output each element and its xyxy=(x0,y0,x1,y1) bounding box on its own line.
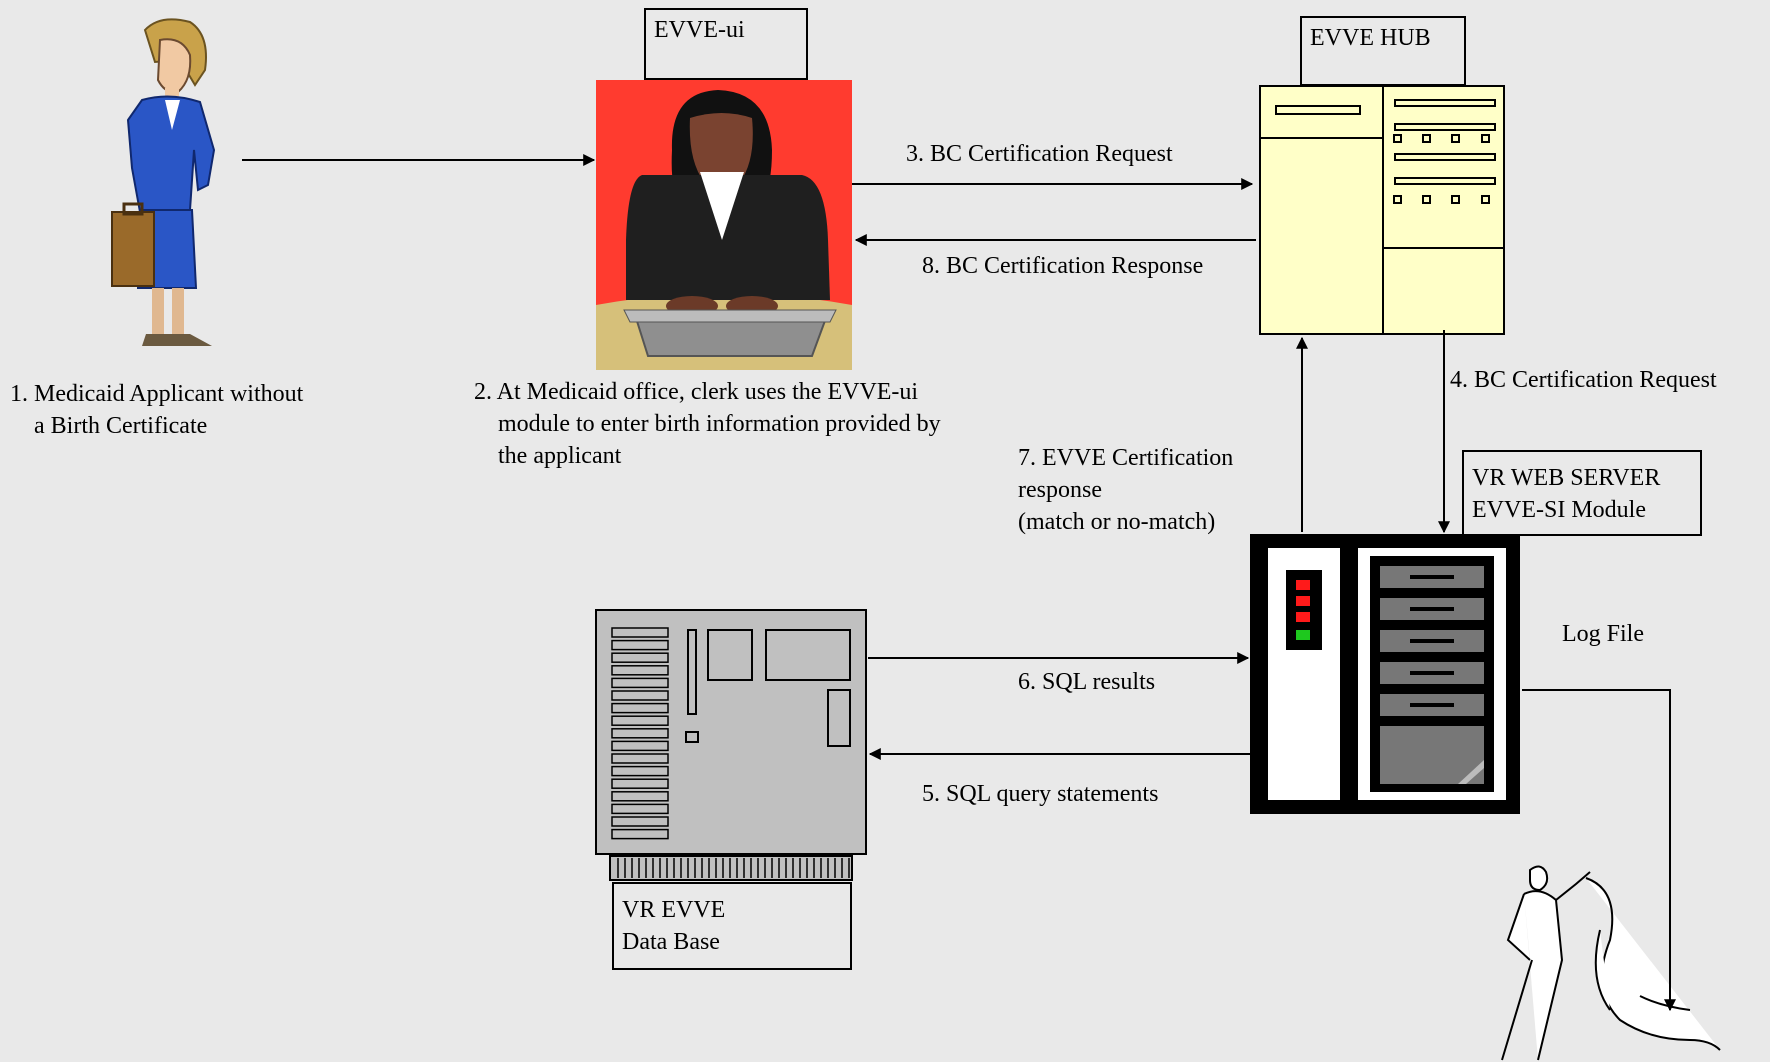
step-2-line-2: module to enter birth information provid… xyxy=(498,411,941,437)
step-1-line-2: a Birth Certificate xyxy=(34,413,208,439)
vr-web-server-line-2: EVVE-SI Module xyxy=(1472,497,1646,523)
step-3-label: 3. BC Certification Request xyxy=(906,141,1173,167)
log-reader-figure-icon xyxy=(1501,865,1721,1061)
evve-hub-text: EVVE HUB xyxy=(1310,25,1431,51)
vr-web-server-label: VR WEB SERVER EVVE-SI Module xyxy=(1462,450,1702,536)
step-2-line-1: 2. At Medicaid office, clerk uses the EV… xyxy=(474,379,919,405)
evve-ui-text: EVVE-ui xyxy=(654,17,745,43)
evve-hub-label: EVVE HUB xyxy=(1300,16,1466,86)
log-file-label: Log File xyxy=(1562,621,1644,647)
evve-hub-server-icon xyxy=(1259,85,1505,335)
step-7-line-1: 7. EVVE Certification xyxy=(1018,445,1234,471)
vr-web-server-line-1: VR WEB SERVER xyxy=(1472,465,1661,491)
step-7-label: 7. EVVE Certification response (match or… xyxy=(1018,442,1233,538)
step-7-line-3: (match or no-match) xyxy=(1018,509,1216,535)
clerk-illustration-icon xyxy=(596,80,852,370)
step-2-line-3: the applicant xyxy=(498,443,622,469)
step-4-label: 4. BC Certification Request xyxy=(1450,367,1717,393)
step-6-label: 6. SQL results xyxy=(1018,669,1156,695)
vr-web-server-icon xyxy=(1250,534,1520,814)
step-1-label: 1. Medicaid Applicant without a Birth Ce… xyxy=(10,378,303,442)
step-2-label: 2. At Medicaid office, clerk uses the EV… xyxy=(474,376,941,472)
vr-evve-db-line-2: Data Base xyxy=(622,929,720,955)
vr-evve-db-label: VR EVVE Data Base xyxy=(612,882,852,970)
connectors xyxy=(242,154,1676,1012)
evve-ui-label: EVVE-ui xyxy=(644,8,808,80)
applicant-figure-icon xyxy=(111,18,216,346)
vr-evve-db-line-1: VR EVVE xyxy=(622,897,726,923)
step-1-line-1: 1. Medicaid Applicant without xyxy=(10,381,304,407)
step-7-line-2: response xyxy=(1018,477,1102,503)
step-8-label: 8. BC Certification Response xyxy=(922,253,1204,279)
vr-evve-database-icon xyxy=(595,609,867,881)
arrow-log-file xyxy=(1522,689,1676,1012)
step-5-label: 5. SQL query statements xyxy=(922,781,1159,807)
